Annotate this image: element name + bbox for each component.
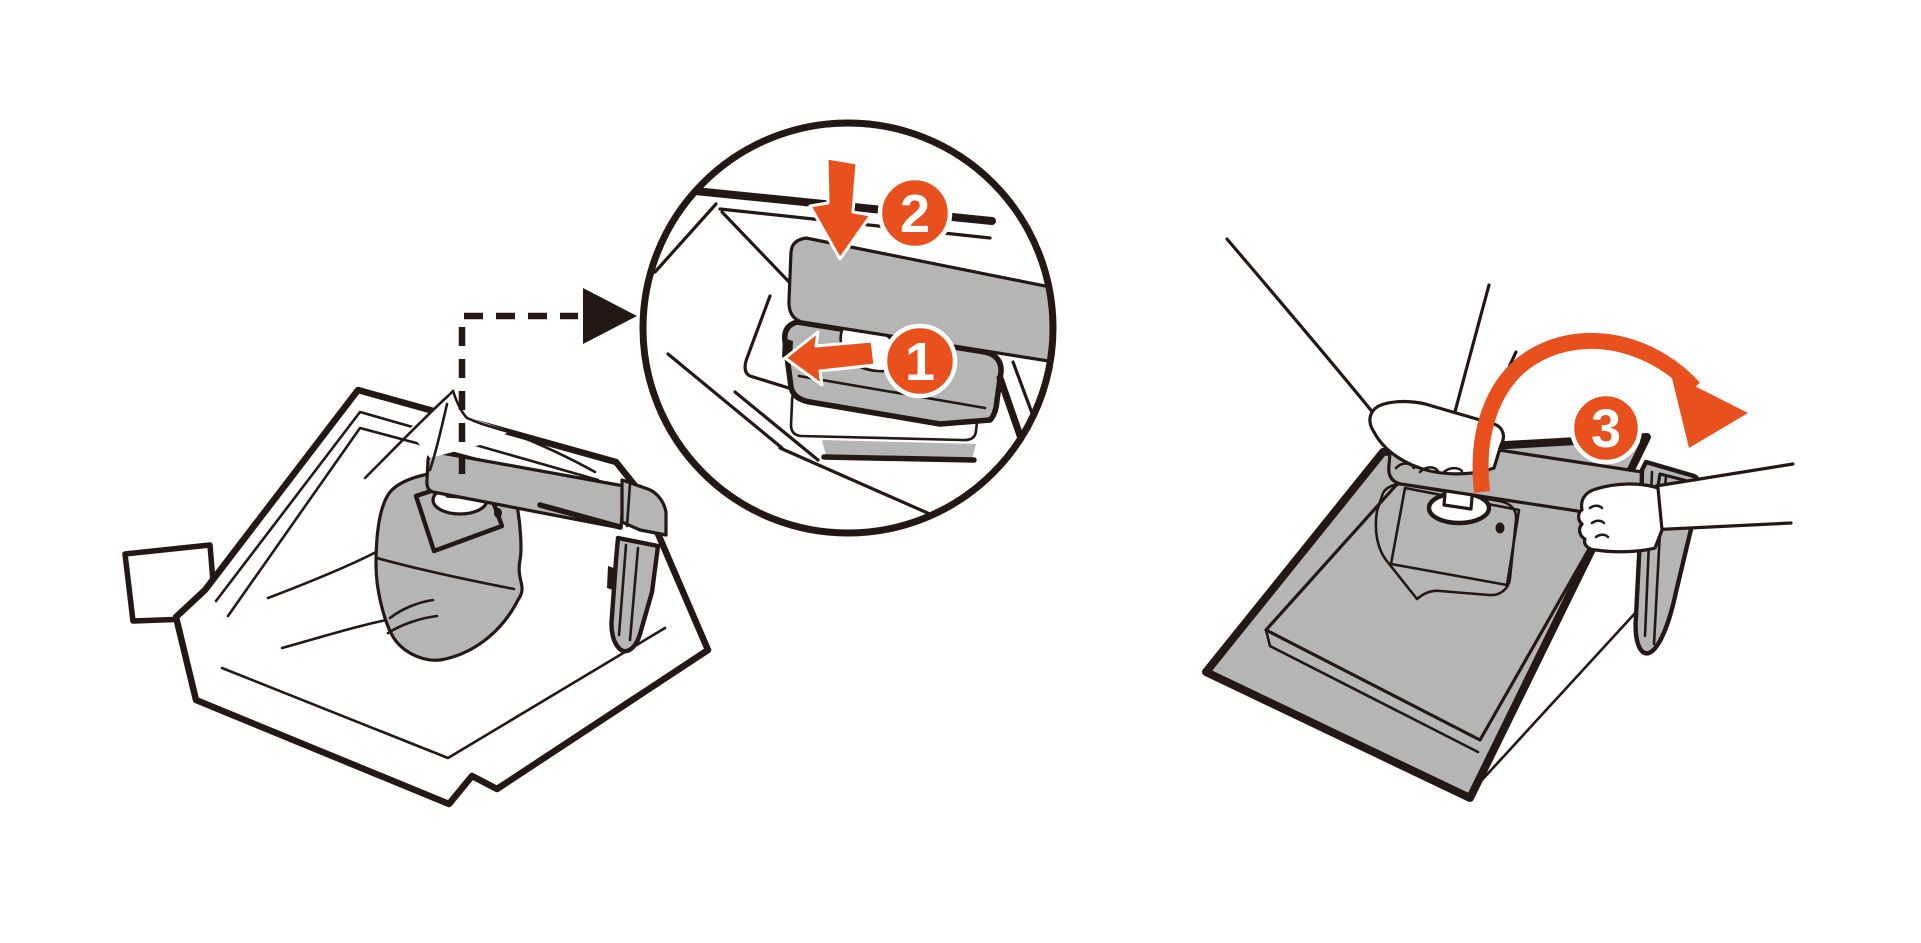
screw-hole-dot-2 [1495,522,1505,534]
arrow-down-icon [808,156,873,261]
stand-arm-closeup [787,236,1050,364]
monitor-bottom-inner-line [1480,608,1640,782]
base-underside-edge [821,454,977,463]
rear-hump-step [1264,628,1480,754]
stand-elbow-crease [625,482,632,528]
lift-monitor-panel: 3 [1202,237,1795,802]
screw-hole-dot [494,508,502,518]
step-badge-3: 3 [1569,391,1643,465]
step-1-number: 1 [905,332,935,392]
right-arm [1647,462,1795,532]
magnifier-circle [639,119,1057,537]
magnifier-callout: 2 1 [639,119,1057,537]
triangle-right-icon [583,288,637,344]
packaging-box-panel [122,386,712,808]
monitor-back-slab [1202,433,1651,802]
step-2-number: 2 [900,184,930,244]
right-hand [1577,482,1664,554]
plastic-wrap-peak [363,389,597,480]
stand-arm-edge [537,502,623,530]
mount-recess-closeup [743,294,794,391]
step-badge-1: 1 [882,323,958,399]
base-underside-strip [822,440,976,459]
step-badge-2: 2 [877,175,953,251]
wrap-peak-cover [408,391,509,458]
step-3-number: 3 [1591,399,1621,459]
wrap-lines-over-monitor [375,556,516,635]
arrow-left-icon [783,330,877,387]
stand-base-inner-line [797,374,987,410]
dashed-leader-line [458,312,578,474]
stand-foot-detail [607,543,640,642]
stand-elbow [620,478,668,537]
rotate-arrowhead [1671,374,1748,448]
callout-connector [458,288,637,474]
curved-arrow-right-icon [1472,332,1748,493]
rotate-arc [1472,332,1700,493]
